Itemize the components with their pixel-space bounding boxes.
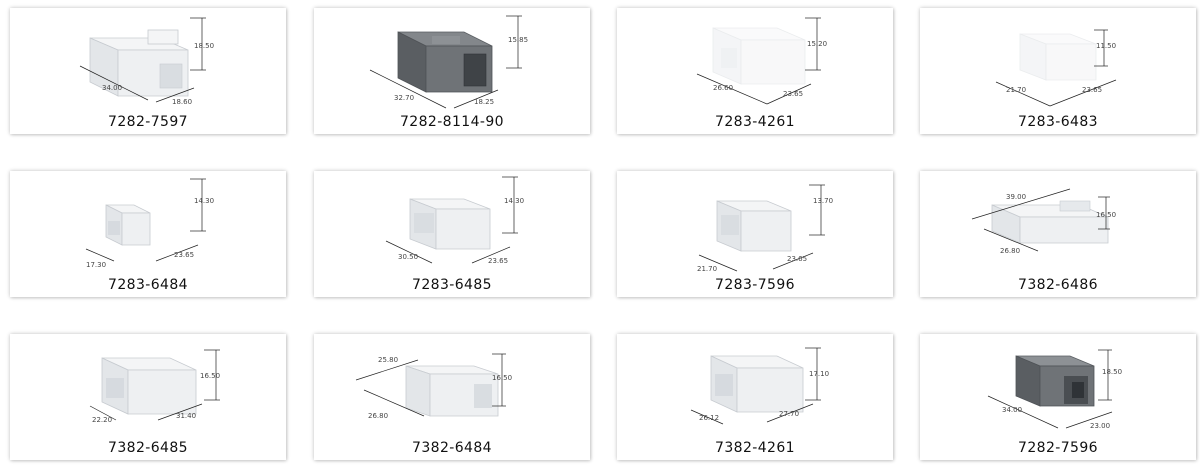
- dim-length: 21.70: [1006, 86, 1026, 94]
- part-number: 7382-6485: [108, 440, 188, 456]
- product-card[interactable]: 39.00 26.80 16.50 7382-6486: [920, 171, 1196, 297]
- connector-drawing: 26.60 23.65 15.20: [696, 17, 827, 105]
- dim-length: 32.70: [394, 94, 414, 102]
- part-number: 7283-6483: [1018, 114, 1098, 130]
- connector-housing: [101, 357, 197, 415]
- dim-length: 26.60: [713, 84, 733, 92]
- part-number: 7382-6486: [1018, 277, 1098, 293]
- product-card[interactable]: 17.30 23.65 14.30 7283-6484: [10, 171, 286, 297]
- dim-height: 17.10: [809, 370, 829, 378]
- dim-length: 39.00: [1006, 193, 1026, 201]
- dimension-lines: [385, 176, 518, 264]
- dimension-lines: [987, 349, 1113, 429]
- dim-width: 23.65: [1082, 86, 1102, 94]
- connector-drawing: 17.30 23.65 14.30: [85, 178, 214, 269]
- dim-height: 18.50: [1102, 368, 1122, 376]
- dim-height: 16.50: [492, 374, 512, 382]
- dimension-lines: [355, 353, 506, 417]
- product-card[interactable]: 26.60 23.65 15.20 7283-4261: [617, 8, 893, 134]
- connector-drawing: 34.00 23.00 18.50: [987, 349, 1122, 430]
- dim-width: 26.80: [368, 412, 388, 420]
- connector-drawing: 25.80 26.80 16.50: [355, 353, 512, 420]
- part-number: 7282-7596: [1018, 440, 1098, 456]
- connector-drawing: 21.70 23.65 13.70: [697, 184, 833, 273]
- product-card[interactable]: 34.00 23.00 18.50 7282-7596: [920, 334, 1196, 460]
- part-number: 7282-7597: [108, 114, 188, 130]
- dim-length: 22.20: [92, 416, 112, 424]
- part-number: 7382-6484: [412, 440, 492, 456]
- product-card[interactable]: 34.00 18.60 18.50 7282-7597: [10, 8, 286, 134]
- dim-width: 26.80: [1000, 247, 1020, 255]
- connector-housing: [397, 31, 493, 93]
- product-card[interactable]: 25.80 26.80 16.50 7382-6484: [314, 334, 590, 460]
- connector-housing: [716, 200, 792, 252]
- dim-width: 23.65: [787, 255, 807, 263]
- product-card[interactable]: 22.20 31.40 16.50 7382-6485: [10, 334, 286, 460]
- dimension-lines: [89, 349, 220, 421]
- connector-drawing: 34.00 18.60 18.50: [79, 17, 214, 106]
- dim-length: 34.00: [1002, 406, 1022, 414]
- dim-height: 13.70: [813, 197, 833, 205]
- connector-housing: [1015, 355, 1095, 407]
- dim-height: 18.50: [194, 42, 214, 50]
- connector-housing: [710, 355, 804, 413]
- part-number: 7283-6484: [108, 277, 188, 293]
- product-card[interactable]: 30.50 23.65 14.30 7283-6485: [314, 171, 590, 297]
- dim-height: 11.50: [1096, 42, 1116, 50]
- product-card[interactable]: 21.70 23.65 13.70 7283-7596: [617, 171, 893, 297]
- dimension-lines: [698, 184, 825, 272]
- dim-length: 26.12: [699, 414, 719, 422]
- dim-width: 23.65: [174, 251, 194, 259]
- part-number: 7282-8114-90: [400, 114, 504, 130]
- connector-drawing: 39.00 26.80 16.50: [971, 188, 1116, 255]
- connector-drawing: 32.70 18.25 15.85: [369, 15, 528, 109]
- dim-length: 17.30: [86, 261, 106, 269]
- product-card[interactable]: 32.70 18.25 15.85 7282-8114-90: [314, 8, 590, 134]
- dim-width: 27.70: [779, 410, 799, 418]
- dim-width: 18.60: [172, 98, 192, 106]
- dim-height: 14.30: [504, 197, 524, 205]
- dimension-lines: [971, 188, 1110, 252]
- dimension-lines: [85, 178, 206, 262]
- dim-height: 16.50: [200, 372, 220, 380]
- dim-width: 23.00: [1090, 422, 1110, 430]
- dim-width: 23.65: [783, 90, 803, 98]
- part-number: 7382-4261: [715, 440, 795, 456]
- dim-length: 34.00: [102, 84, 122, 92]
- dim-length: 25.80: [378, 356, 398, 364]
- dim-height: 16.50: [1096, 211, 1116, 219]
- connector-housing: [105, 204, 151, 246]
- connector-drawing: 26.12 27.70 17.10: [690, 347, 829, 425]
- dim-height: 15.85: [508, 36, 528, 44]
- dim-width: 23.65: [488, 257, 508, 265]
- part-number: 7283-6485: [412, 277, 492, 293]
- dimension-lines: [690, 347, 821, 425]
- connector-housing: [712, 27, 806, 85]
- dim-height: 14.30: [194, 197, 214, 205]
- dim-height: 15.20: [807, 40, 827, 48]
- dimension-lines: [79, 17, 206, 103]
- connector-housing: [409, 198, 491, 250]
- connector-drawing: 22.20 31.40 16.50: [89, 349, 220, 424]
- dim-width: 18.25: [474, 98, 494, 106]
- connector-housing: [991, 200, 1109, 244]
- dim-length: 30.50: [398, 253, 418, 261]
- connector-drawing: 30.50 23.65 14.30: [385, 176, 524, 265]
- connector-housing: [1019, 33, 1097, 81]
- connector-drawing: 21.70 23.65 11.50: [995, 29, 1117, 107]
- product-card[interactable]: 21.70 23.65 11.50 7283-6483: [920, 8, 1196, 134]
- part-number: 7283-7596: [715, 277, 795, 293]
- part-number: 7283-4261: [715, 114, 795, 130]
- dim-width: 31.40: [176, 412, 196, 420]
- dimension-lines: [369, 15, 522, 109]
- dim-length: 21.70: [697, 265, 717, 273]
- dimension-lines: [995, 29, 1117, 107]
- product-card[interactable]: 26.12 27.70 17.10 7382-4261: [617, 334, 893, 460]
- connector-housing: [405, 365, 499, 417]
- dimension-lines: [696, 17, 821, 105]
